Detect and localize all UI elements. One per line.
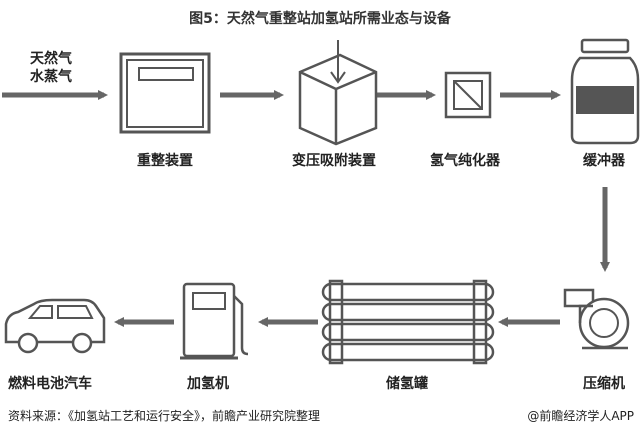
diagram-title: 图5：天然气重整站加氢站所需业态与设备 xyxy=(189,11,451,27)
input-label: 天然气 水蒸气 xyxy=(30,50,72,86)
input-steam: 水蒸气 xyxy=(30,69,72,85)
label-vehicle: 燃料电池汽车 xyxy=(8,376,92,392)
source-note: 资料来源：《加氢站工艺和运行安全》，前瞻产业研究院整理 xyxy=(8,409,321,423)
input-natural-gas: 天然气 xyxy=(30,51,72,67)
label-compressor: 压缩机 xyxy=(583,376,625,392)
reformer-icon xyxy=(119,52,211,134)
purifier-icon xyxy=(444,71,492,119)
brand-watermark: @前瞻经济学人APP xyxy=(527,409,634,423)
dispenser-icon xyxy=(180,282,249,360)
storage-tank-icon xyxy=(321,279,495,365)
label-buffer: 缓冲器 xyxy=(583,153,625,169)
label-reformer: 重整装置 xyxy=(137,153,193,169)
buffer-jar-icon xyxy=(570,38,640,145)
compressor-icon xyxy=(563,288,630,350)
label-purifier: 氢气纯化器 xyxy=(430,153,500,169)
label-storage: 储氢罐 xyxy=(386,376,428,392)
label-psa: 变压吸附装置 xyxy=(292,153,376,169)
label-dispenser: 加氢机 xyxy=(187,376,229,392)
vehicle-icon xyxy=(4,298,106,354)
psa-cube-icon xyxy=(298,40,378,146)
